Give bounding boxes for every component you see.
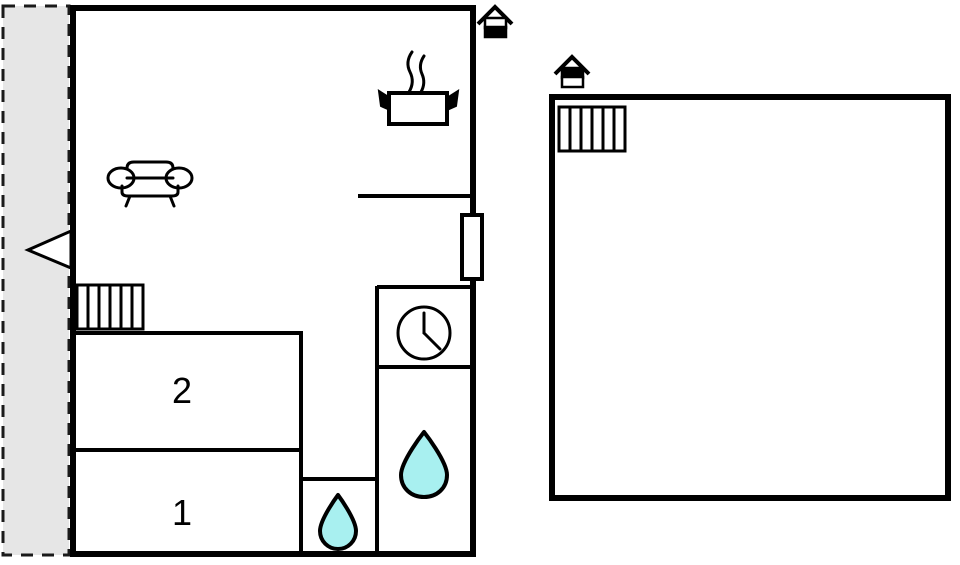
- entrance-arrow-icon: [24, 228, 73, 271]
- house-marker-icon-secondary: [553, 54, 591, 89]
- house-marker-icon-main: [476, 4, 514, 39]
- door-window-icon: [460, 213, 484, 281]
- terrace-area: [1, 4, 71, 557]
- radiator-icon-main: [75, 283, 145, 331]
- cooking-pot-icon: [377, 50, 460, 126]
- secondary-building-outline: [549, 94, 951, 501]
- clock-icon: [396, 305, 452, 361]
- sofa-icon: [106, 160, 194, 208]
- room-label-1: 1: [171, 492, 193, 533]
- water-drop-icon-small: [318, 493, 358, 551]
- radiator-icon-secondary: [557, 105, 627, 153]
- room-label-2: 2: [171, 370, 193, 411]
- water-drop-icon-large: [399, 430, 449, 499]
